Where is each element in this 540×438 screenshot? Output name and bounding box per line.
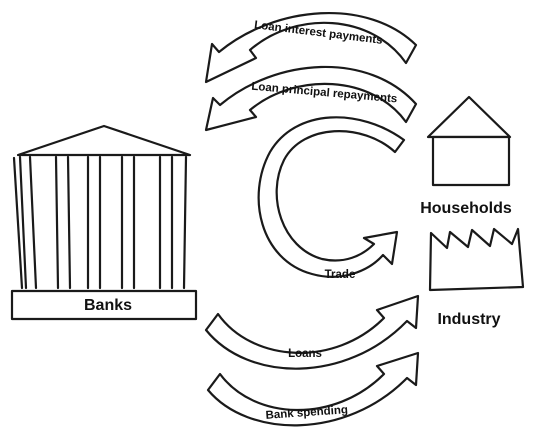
banks-label: Banks — [84, 297, 132, 314]
loans-label: Loans — [288, 348, 322, 360]
factory-icon — [428, 227, 525, 292]
industry-label: Industry — [437, 311, 500, 328]
loans-arrow — [204, 294, 420, 370]
households-label: Households — [420, 200, 512, 217]
bank-spending-arrow — [206, 351, 420, 427]
bank-spending-label: Bank spending — [265, 404, 348, 422]
house-icon — [426, 95, 512, 187]
trade-arrow — [257, 116, 406, 278]
trade-label: Trade — [325, 269, 356, 281]
loan-principal-arrow — [204, 65, 418, 132]
bank-building-icon — [10, 124, 198, 321]
loan-interest-arrow — [204, 12, 418, 84]
